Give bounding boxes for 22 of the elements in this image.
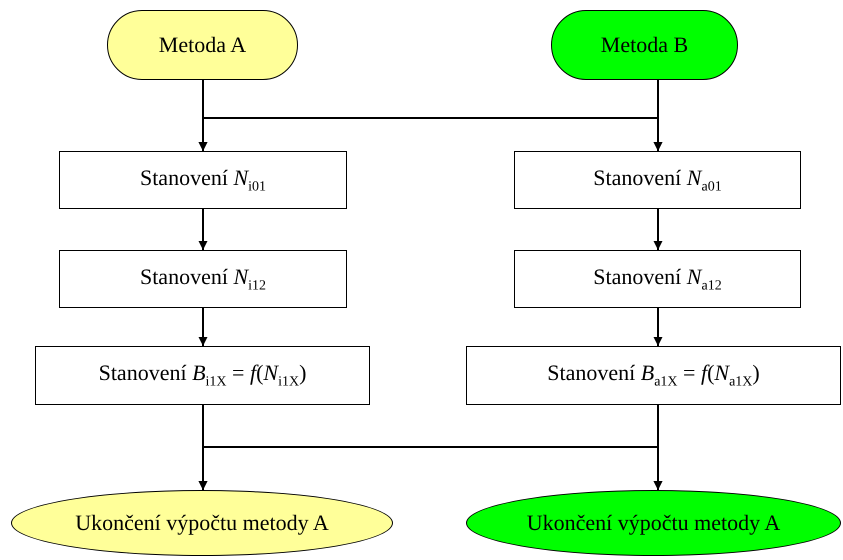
arrow: [654, 405, 662, 490]
process-box: [59, 250, 347, 308]
process-box: [514, 250, 801, 308]
node-label: Metoda A: [158, 32, 246, 58]
process-box: [514, 151, 801, 209]
process-box: [466, 346, 841, 405]
node-label: Stanovení N$_{i01}$: [140, 164, 266, 196]
node-label: Stanovení N$_{a01}$: [593, 164, 722, 196]
arrow: [198, 308, 208, 346]
arrow: [654, 80, 662, 151]
node-label: Stanovení B$_{i1X}$ = f(N$_{i1X}$): [98, 360, 306, 391]
process-box: [59, 151, 347, 209]
node-label: Ukončení výpočtu metody A: [526, 510, 780, 536]
arrow: [654, 308, 662, 346]
node-label: Stanovení B$_{a1X}$ = f(N$_{a1X}$): [547, 360, 760, 391]
node-label: Metoda B: [600, 32, 688, 58]
process-box: [35, 346, 370, 405]
node-label: Stanovení N$_{a12}$: [593, 264, 722, 294]
arrow: [654, 209, 662, 250]
node-label: Stanovení N$_{i12}$: [140, 264, 266, 294]
node-label: Ukončení výpočtu metody A: [75, 510, 329, 536]
arrow: [198, 209, 208, 250]
